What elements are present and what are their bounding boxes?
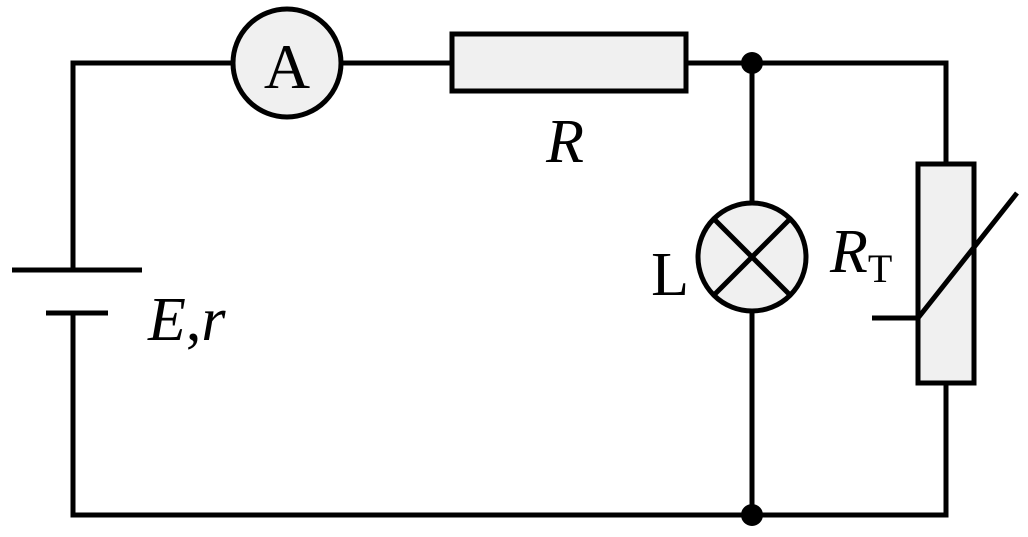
ammeter-symbol: A: [230, 6, 344, 120]
resistor-body: [449, 31, 689, 94]
ammeter-label: A: [264, 31, 310, 102]
junction-top: [741, 52, 763, 74]
thermistor-diagonal: [872, 191, 1019, 321]
source-label-emf: E: [147, 286, 186, 354]
resistor: R: [449, 31, 689, 176]
wire-left-top: [70, 60, 236, 273]
wire-thermistor-lower: [70, 310, 949, 518]
lamp-cross-b: [712, 217, 792, 297]
lamp-symbol: L: [651, 200, 809, 314]
thermistor-label-main: R: [829, 218, 868, 286]
thermistor-label-sub: T: [868, 246, 892, 291]
source-label: E,r: [147, 286, 226, 354]
source-label-internal: r: [201, 286, 226, 354]
lamp-label: L: [651, 241, 689, 309]
thermistor-label: RT: [829, 218, 892, 291]
thermistor: RT: [829, 161, 1019, 386]
wire-top-right: [683, 60, 949, 167]
thermistor-body: [915, 161, 977, 386]
resistor-label: R: [545, 108, 584, 176]
ammeter-circle: [230, 6, 344, 120]
junction-bottom: [741, 504, 763, 526]
source-label-sep: ,: [186, 286, 202, 354]
wires: [70, 60, 949, 518]
battery-symbol: [12, 267, 142, 316]
